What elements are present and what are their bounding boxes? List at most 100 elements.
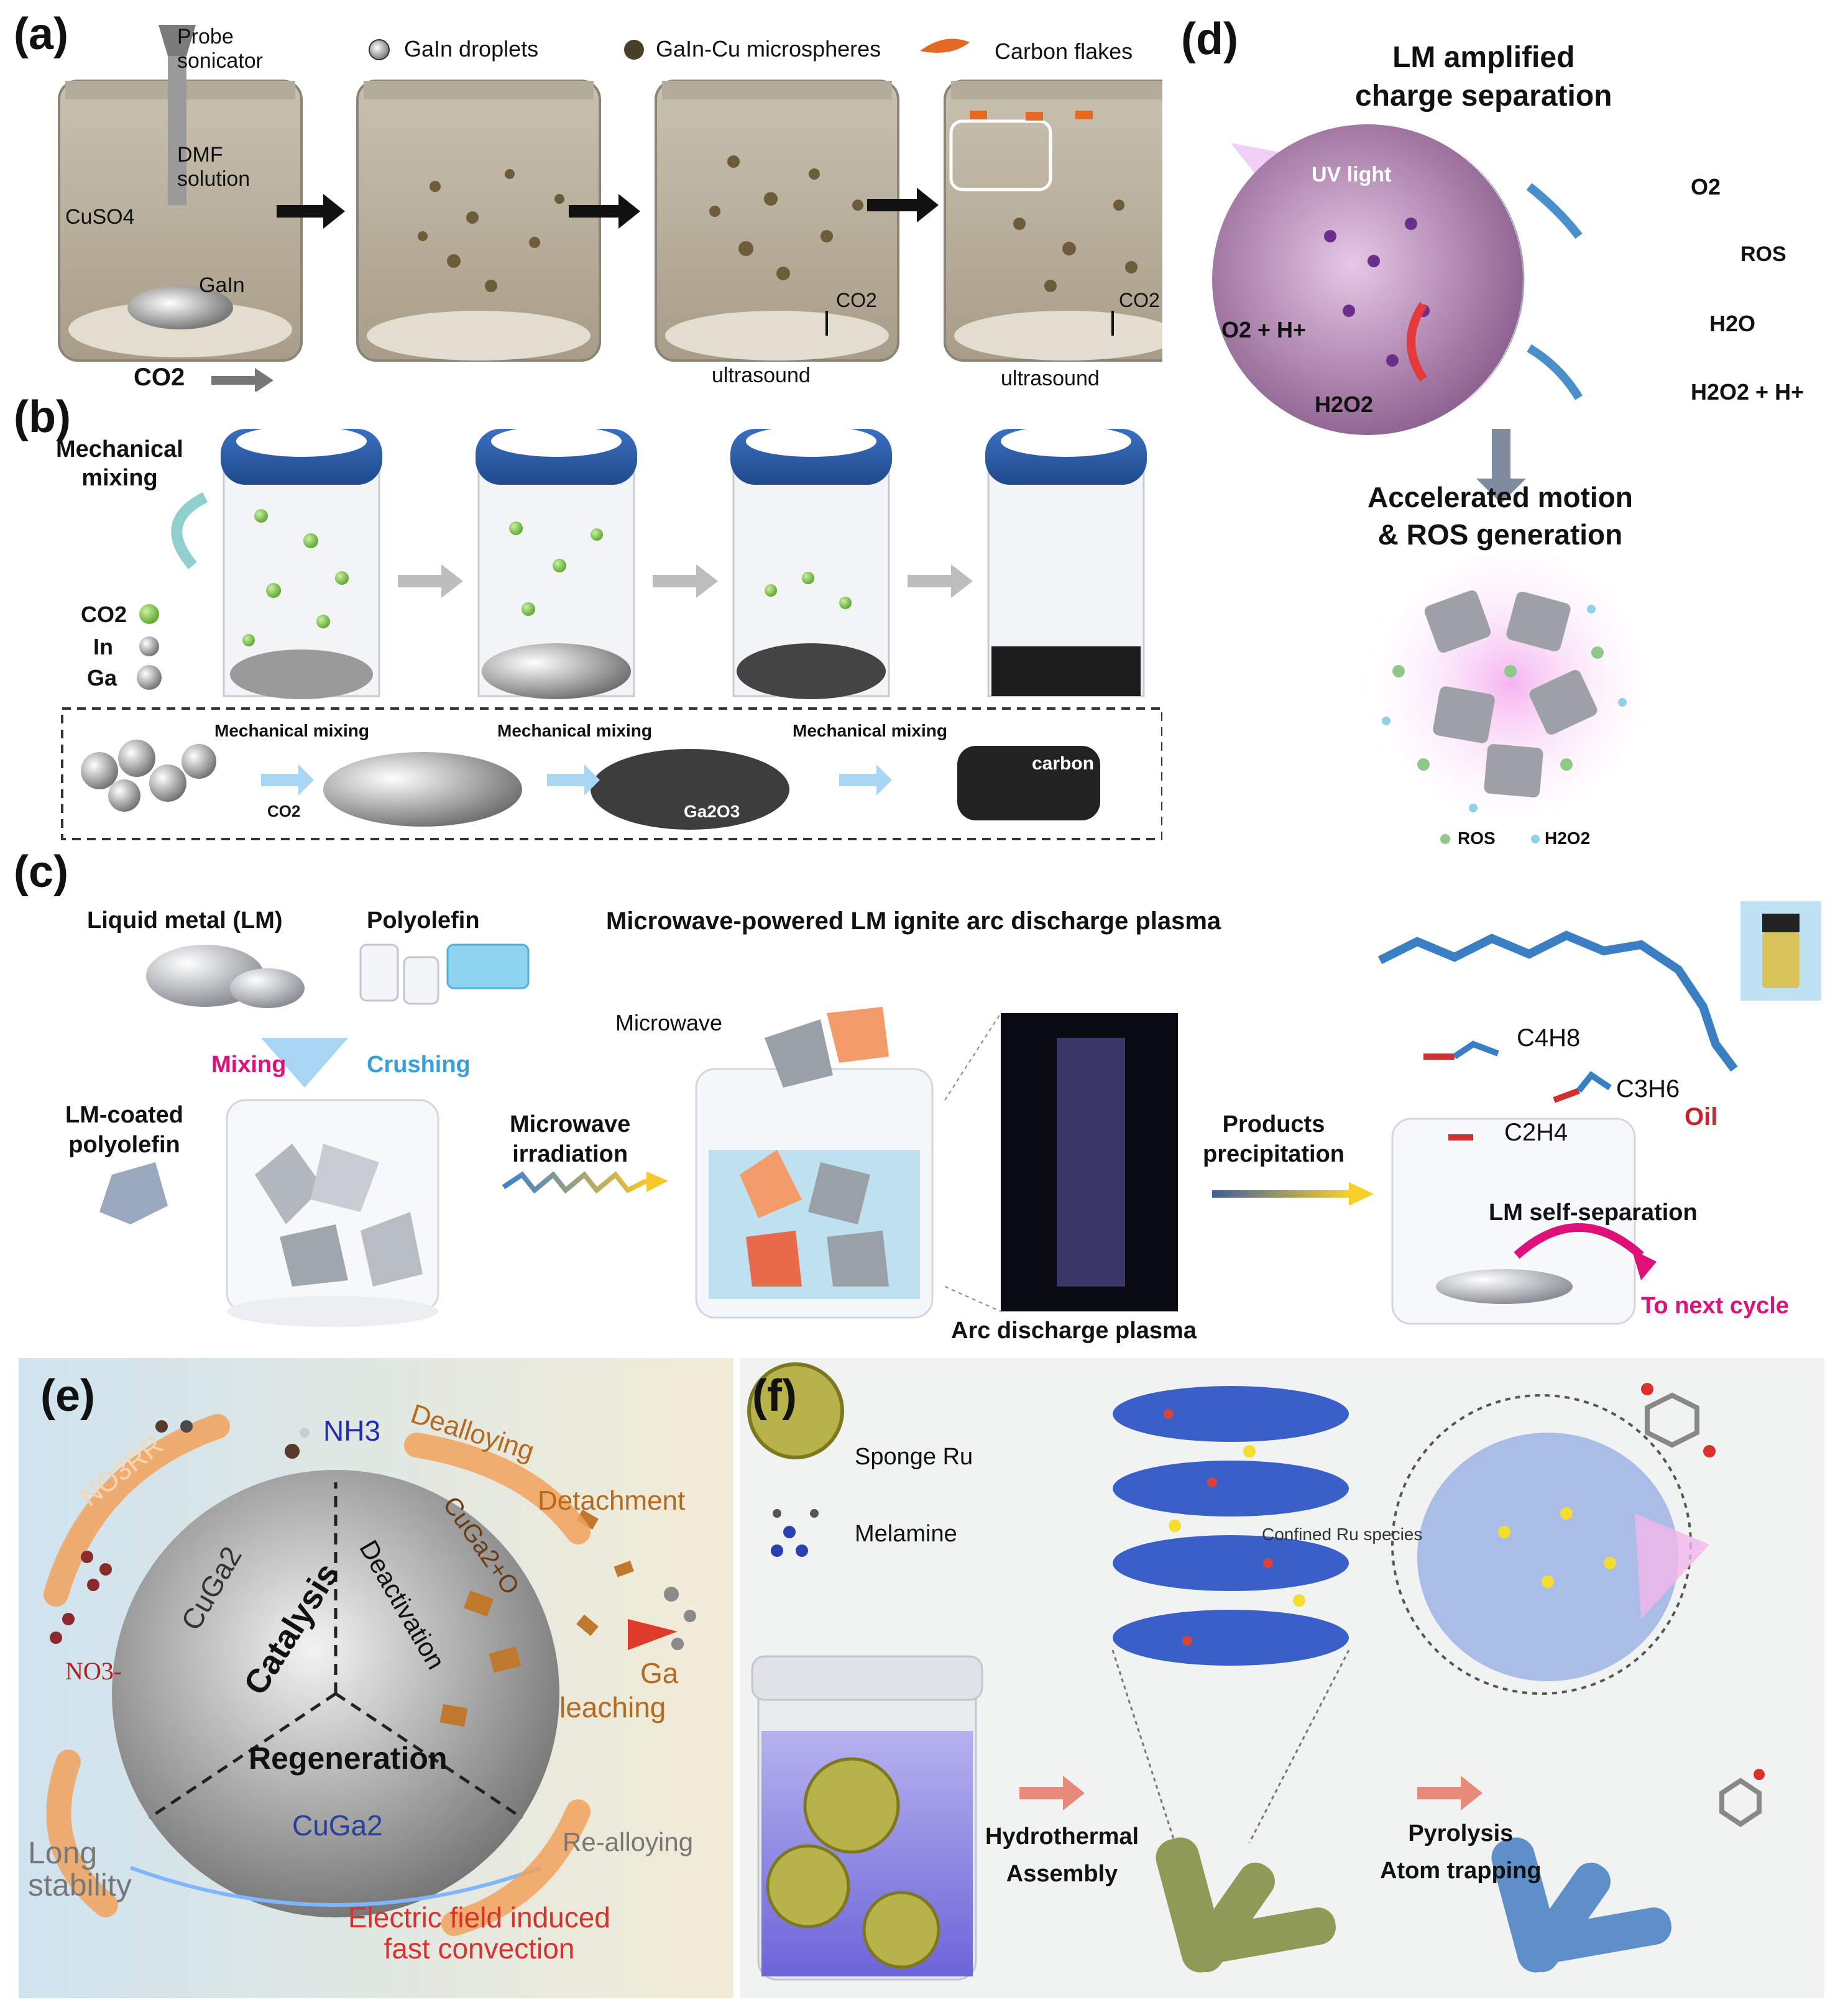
mixing-label: Mixing [211,1052,287,1078]
jar-arrows [398,564,973,598]
legend-droplets: GaIn droplets [404,36,539,62]
panel-f-graphic [747,1362,1765,1981]
ga-label: Ga [640,1657,679,1689]
dealloying-arrow [404,1433,591,1544]
no3-molecule [50,1551,112,1644]
red-reaction-arrow [1407,302,1427,382]
detachment-label: Detachment [538,1485,686,1516]
ultrasound-label-2: ultrasound [1001,367,1100,390]
legend-ros-label: ROS [1458,828,1496,848]
microwave-label: Microwave [615,1010,723,1035]
tubes-2 [1491,1837,1671,1973]
microsphere-icon [624,40,644,60]
pink-beam [1635,1513,1709,1619]
legend-co2-icon [139,604,159,624]
mixing-arrow [171,492,208,569]
droplet-icon [369,39,390,60]
mechanical-mixing-label: Mechanical mixing [56,436,183,491]
electric-field-label: Electric field induced fast convection [348,1901,610,1965]
no3-label: NO3- [65,1657,122,1685]
panel-f: (f) Sponge Ru Melamine Confined Ru speci… [740,1358,1824,1998]
liquid-metal-label: Liquid metal (LM) [87,907,283,934]
beaker-1 [58,25,303,362]
legend-co2-label: CO2 [81,602,127,627]
legend-in-label: In [93,634,113,659]
panel-d-graphic [1212,124,1666,844]
legend-ga-icon [137,665,162,690]
nh3-molecule [155,1420,310,1459]
h2o2-arrow [1527,344,1583,400]
carbon-label: carbon [1032,753,1095,774]
o2-label: O2 [1691,174,1721,200]
crushing-label: Crushing [367,1052,471,1078]
h2o2-label: H2O2 [1315,392,1374,417]
panel-d-title: LM amplified charge separation [1355,41,1612,112]
legend-ros-dot [1440,834,1450,844]
mixing-jar [226,1099,439,1327]
panel-e-graphic [19,1358,733,1998]
electric-field [129,1866,542,1907]
melamine-icon [771,1509,819,1557]
products-arrow [1212,1190,1349,1198]
panel-b-label: (b) [14,392,71,442]
ros-label: ROS [1740,242,1786,266]
reaction-vessel [751,1655,983,1981]
down-arrow [1476,429,1526,503]
oxide-flakes [439,1509,634,1727]
plasma-jar [695,1007,934,1319]
panel-a: (a) Probe sonicator GaIn droplets GaIn-C… [0,0,1162,392]
jars [221,426,1147,699]
ga2o3-label: Ga2O3 [684,802,740,821]
leaching-label: leaching [559,1691,666,1723]
lm-self-separation-label: LM self-separation [1489,1200,1698,1226]
panel-c-label: (c) [14,851,68,897]
lm-coated-label: LM-coated polyolefin [65,1102,183,1158]
probe-sonicator-label: Probe sonicator [177,25,263,73]
tubes-1 [1156,1837,1336,1973]
panel-a-label: (a) [14,9,68,59]
h2o-label: H2O [1709,311,1756,336]
dmf-solution-label: DMF solution [177,143,251,191]
c2h4-label: C2H4 [1504,1119,1568,1146]
beaker-3 [655,80,899,362]
microwave-irradiation-label: Microwave irradiation [510,1111,631,1167]
hydrothermal-arrow [1019,1776,1085,1810]
legend-in-icon [139,636,159,656]
detail-mixing-1: Mechanical mixing [214,721,369,740]
accelerated-label: Accelerated motion & ROS generation [1368,481,1633,551]
co2-particles [242,509,852,646]
plasma-title: Microwave-powered LM ignite arc discharg… [606,907,1221,935]
legend-microspheres: GaIn-Cu microspheres [656,36,881,62]
oil-vial [1740,901,1821,1001]
regeneration-label: Regeneration [249,1741,448,1776]
carbon-lattice [1417,1433,1678,1681]
panel-a-graphic [58,25,1162,392]
c4h8-label: C4H8 [1517,1024,1581,1052]
pyrolysis-label: Pyrolysis Atom trapping [1380,1820,1542,1884]
long-stability-label: Long stability [28,1835,132,1902]
polyolefin-rolls [359,943,530,1005]
process-detail-box [61,707,1162,840]
to-next-cycle-label: To next cycle [1641,1293,1789,1319]
swarm-particles [1424,590,1597,797]
oil-label: Oil [1685,1103,1718,1131]
cuga2-bottom-label: CuGa2 [292,1809,383,1842]
ros-arrow [1526,183,1583,239]
panel-d: (d) LM amplified charge separation UV li… [1162,0,1848,851]
beaker-2 [356,80,601,362]
process-arrows [277,188,939,229]
microwave-wave [502,1171,648,1194]
collection-jar [1391,1117,1657,1325]
no3rr-arrow [44,1414,230,1607]
mixing-arrow [261,1038,348,1088]
pyrolysis-arrow [1417,1776,1483,1810]
panel-c-graphic [99,901,1821,1327]
layered-structure [1113,1386,1349,1666]
janus-particle [1212,124,1523,435]
detail-mixing-2: Mechanical mixing [497,721,652,740]
stability-arrow [46,1750,118,1917]
h2o2-h-label: H2O2 + H+ [1691,379,1804,405]
swarm-dots [1382,605,1627,812]
panel-e: (e) NO3RR NH3 Dealloying Detachment NO3-… [19,1358,733,1998]
ga-atoms [664,1587,696,1650]
